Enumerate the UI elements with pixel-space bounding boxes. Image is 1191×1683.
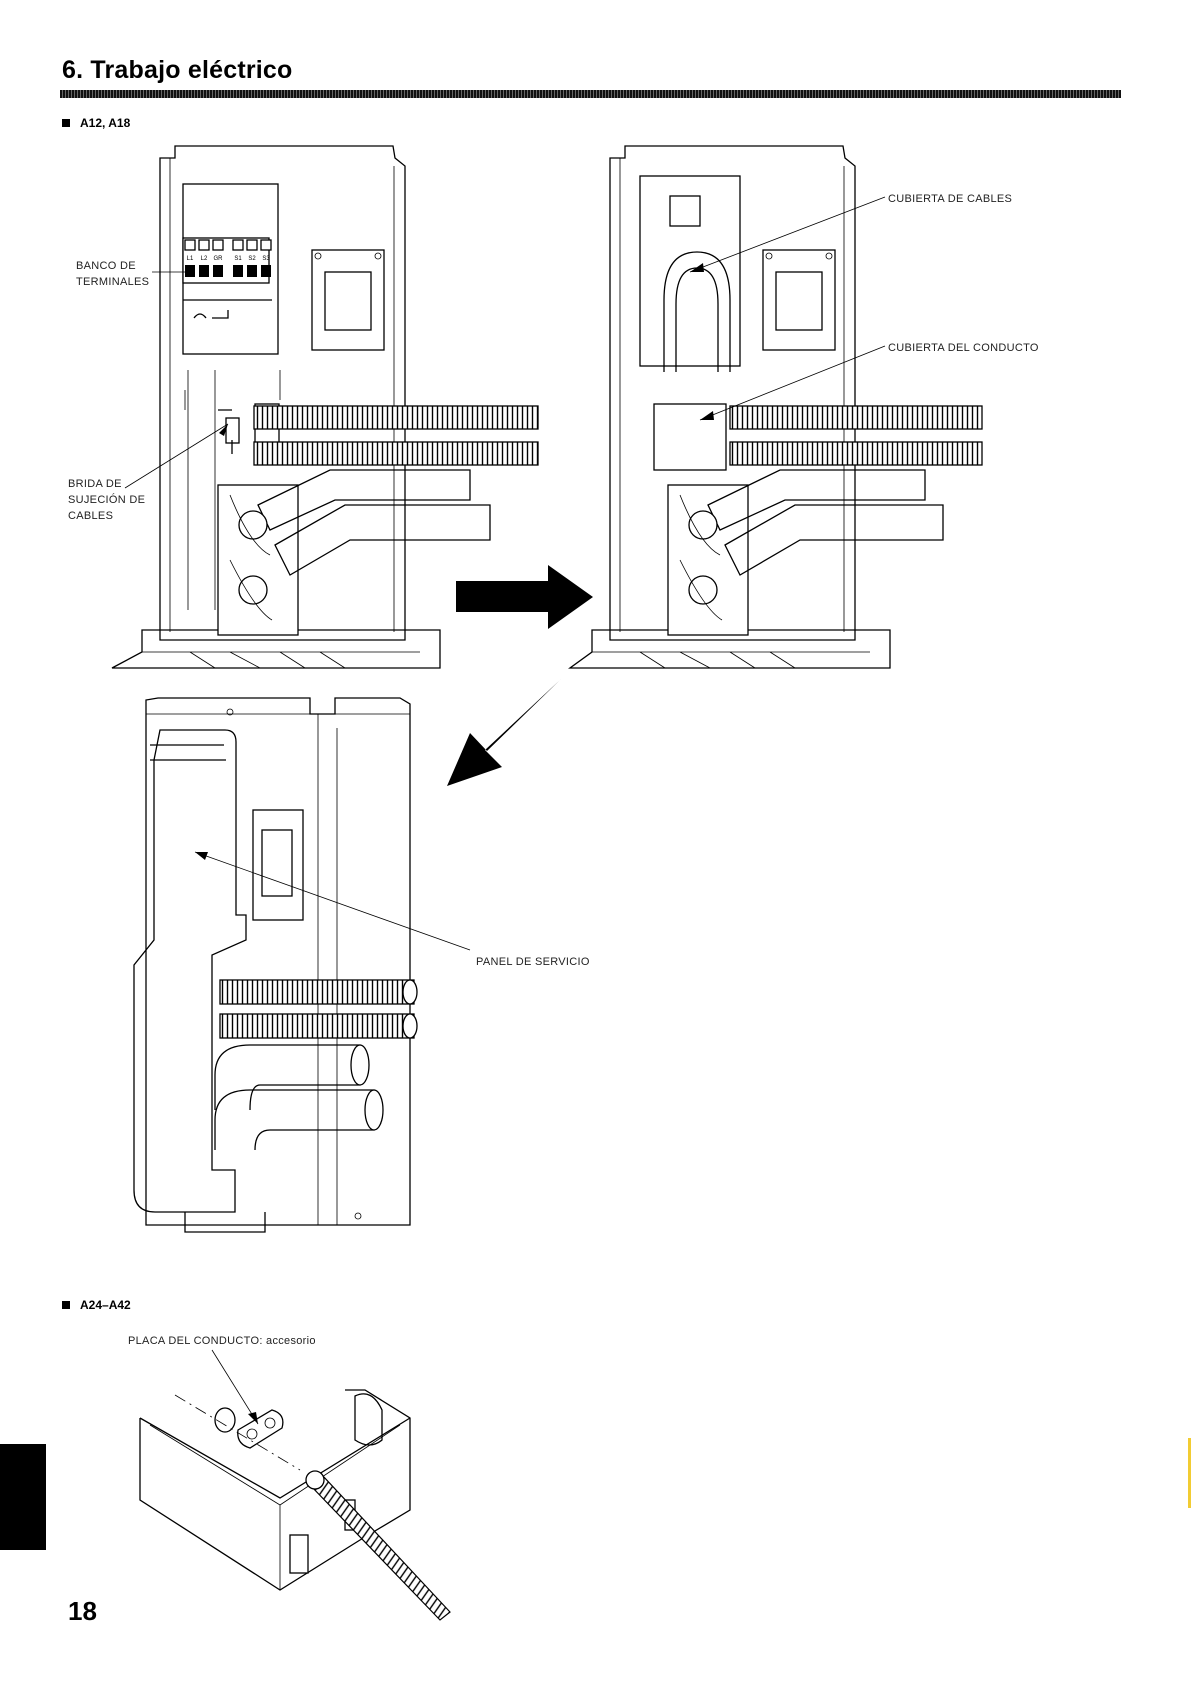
figure-conduit-plate — [140, 1390, 450, 1620]
arrow-right-icon — [456, 565, 593, 629]
figure-service-panel — [134, 698, 417, 1232]
terminal-block — [183, 238, 271, 283]
terminal-label: L1 — [187, 256, 194, 262]
terminal-label: S3 — [262, 256, 270, 262]
chapter-tab — [0, 1444, 46, 1550]
terminal-label: L2 — [201, 256, 208, 262]
terminal-label: S1 — [234, 256, 242, 262]
figure-unit-covers — [570, 146, 982, 668]
terminal-label: S2 — [248, 256, 256, 262]
arrow-down-left-icon — [447, 679, 561, 786]
page-number: 18 — [68, 1596, 97, 1627]
leader-lines — [125, 197, 885, 1424]
terminal-label: GR — [214, 256, 224, 262]
